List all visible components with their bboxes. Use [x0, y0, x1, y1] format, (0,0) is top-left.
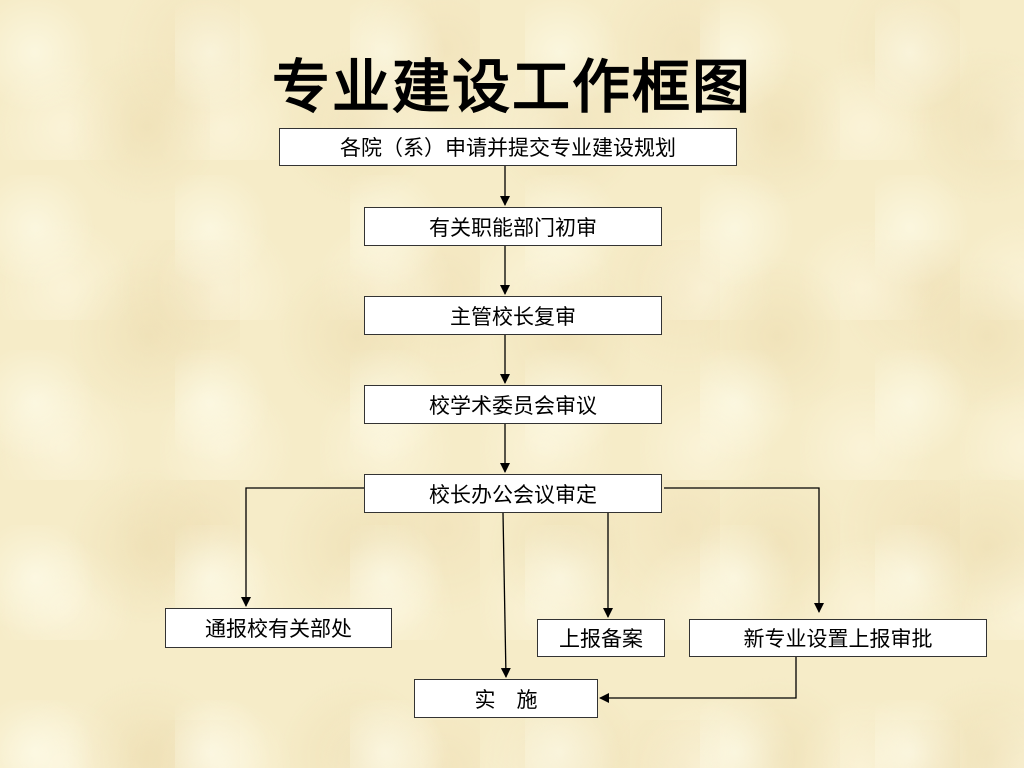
node-vp-review: 主管校长复审 [364, 296, 662, 335]
arrow-office-to-implement [500, 512, 511, 678]
node-record: 上报备案 [537, 619, 665, 657]
node-initial-review: 有关职能部门初审 [364, 207, 662, 246]
node-academic-committee: 校学术委员会审议 [364, 385, 662, 424]
node-notify: 通报校有关部处 [165, 608, 392, 648]
arrow-office-to-new-major [664, 487, 824, 613]
node-new-major: 新专业设置上报审批 [689, 619, 987, 657]
diagram-title: 专业建设工作框图 [271, 53, 752, 121]
arrow-new-major-to-implement [599, 657, 797, 703]
node-president-office: 校长办公会议审定 [364, 474, 662, 513]
arrow-office-to-notify [241, 487, 364, 607]
node-apply: 各院（系）申请并提交专业建设规划 [279, 128, 737, 166]
node-implement: 实 施 [414, 679, 598, 718]
